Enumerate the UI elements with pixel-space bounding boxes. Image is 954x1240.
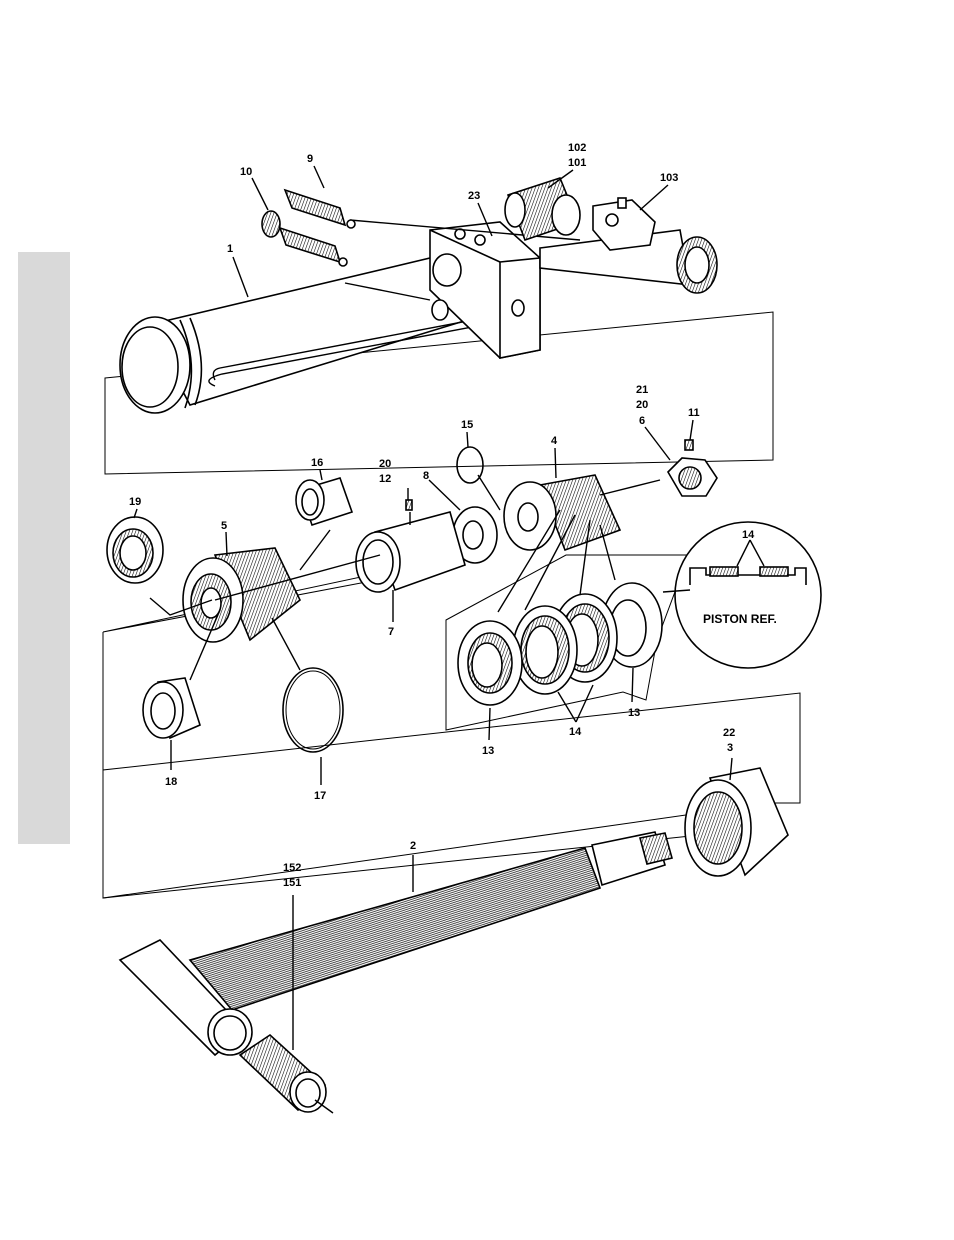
callout-103: 103 — [660, 172, 678, 184]
callout-1: 1 — [227, 243, 233, 255]
callout-14a: 14 — [742, 529, 755, 541]
bushing-151-152 — [240, 1035, 333, 1113]
o-ring-17 — [283, 668, 343, 752]
callout-11: 11 — [688, 407, 700, 419]
callout-13b: 13 — [482, 745, 494, 757]
callout-6: 6 — [639, 415, 645, 427]
callout-13a: 13 — [628, 707, 640, 719]
callout-23: 23 — [468, 190, 480, 202]
head-nut-3 — [685, 768, 788, 876]
wiper-19 — [107, 517, 163, 583]
callout-16: 16 — [311, 457, 323, 469]
port-block — [430, 222, 540, 358]
nut-6 — [668, 440, 717, 496]
piston-ref-detail: PISTON REF. — [675, 522, 821, 668]
callout-4: 4 — [551, 435, 558, 447]
callout-15: 15 — [461, 419, 473, 431]
callout-5: 5 — [221, 520, 227, 532]
callout-101: 101 — [568, 157, 586, 169]
callout-20b: 20 — [379, 458, 391, 470]
callout-8: 8 — [423, 470, 429, 482]
gland-5 — [183, 548, 300, 642]
callout-21: 21 — [636, 384, 648, 396]
callout-12: 12 — [379, 473, 391, 485]
callout-102: 102 — [568, 142, 586, 154]
callout-151: 151 — [283, 877, 301, 889]
detail-title: PISTON REF. — [703, 612, 777, 626]
side-tab — [18, 252, 70, 844]
callout-22: 22 — [723, 727, 735, 739]
bushing-16 — [296, 478, 352, 525]
callout-2: 2 — [410, 840, 416, 852]
callout-14b: 14 — [569, 726, 582, 738]
callout-19: 19 — [129, 496, 141, 508]
callout-9: 9 — [307, 153, 313, 165]
callout-7: 7 — [388, 626, 394, 638]
callout-3: 3 — [727, 742, 733, 754]
grease-fittings — [262, 190, 355, 266]
bushing-101-102 — [505, 178, 580, 240]
callout-10: 10 — [240, 166, 252, 178]
callout-17: 17 — [314, 790, 326, 802]
piston-seals — [458, 583, 662, 705]
piston-rod-2 — [120, 832, 672, 1055]
callout-20a: 20 — [636, 399, 648, 411]
callout-18: 18 — [165, 776, 177, 788]
callout-152: 152 — [283, 862, 301, 874]
bushing-18 — [143, 678, 200, 738]
